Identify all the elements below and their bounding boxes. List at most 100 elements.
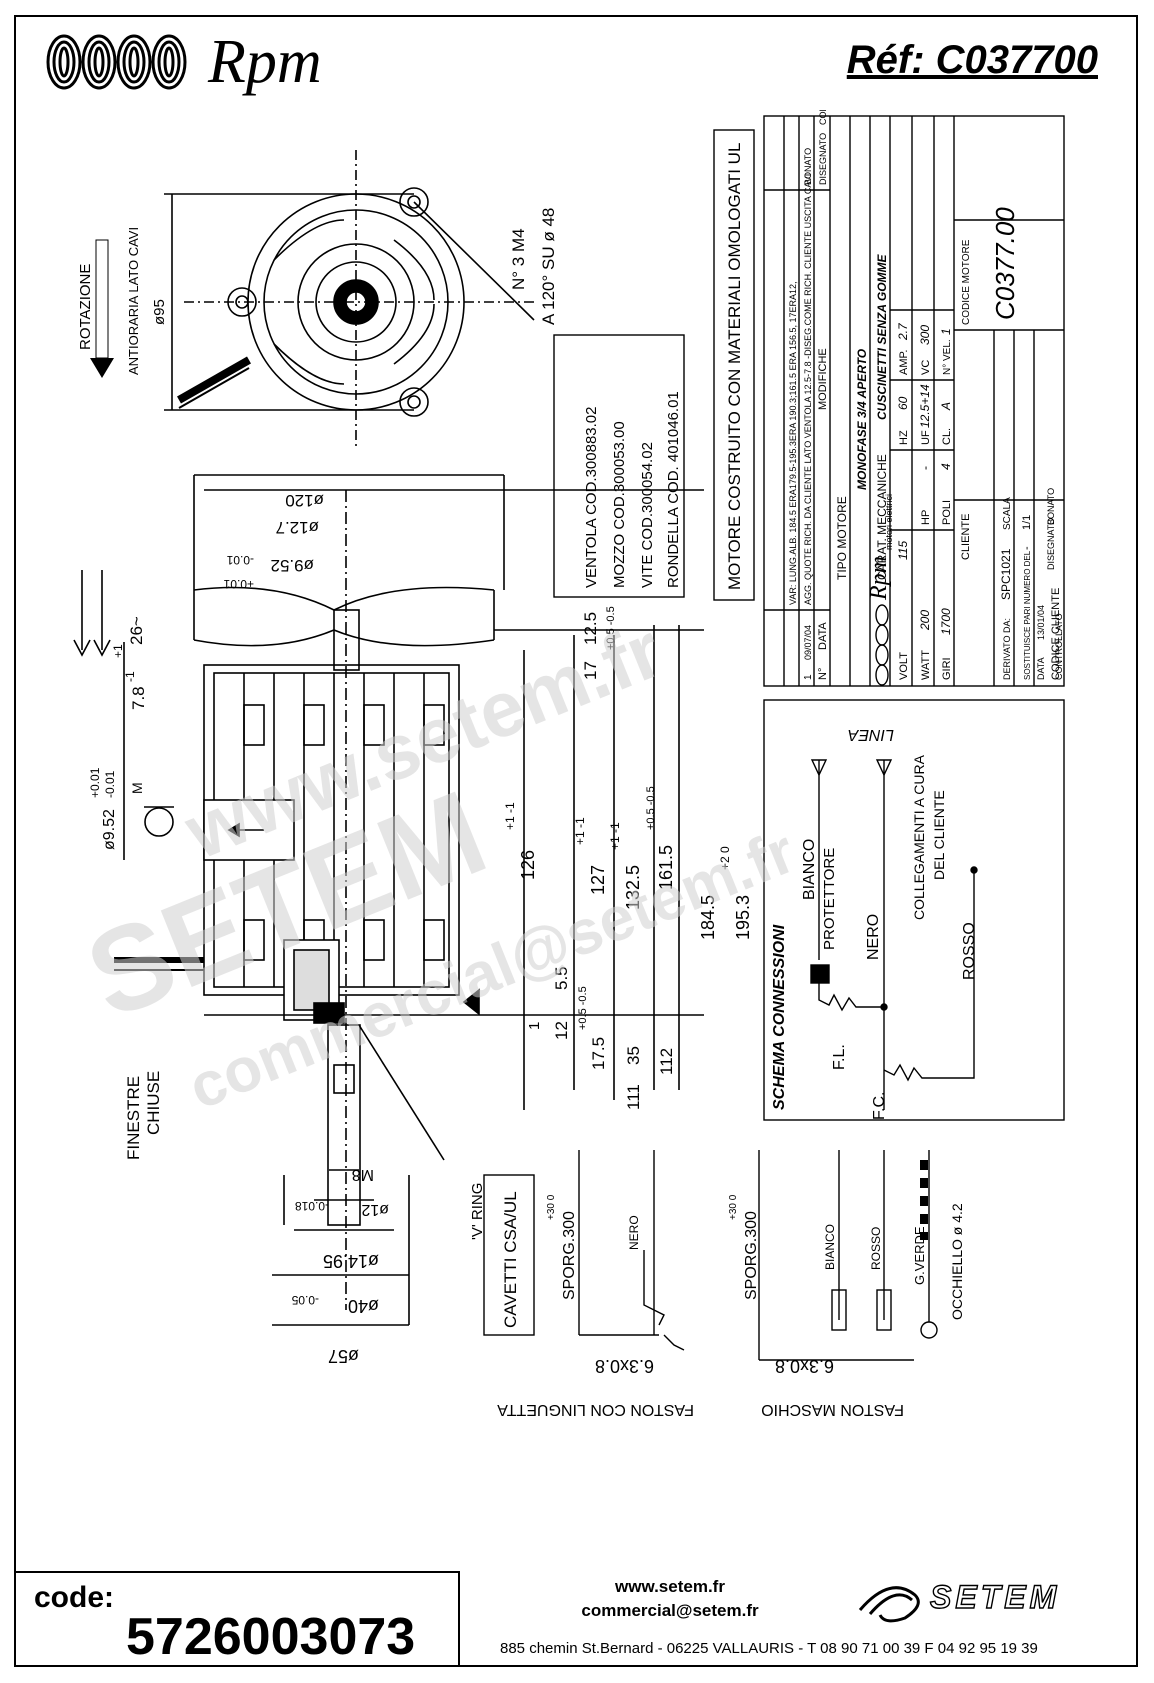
motor-side-view — [73, 474, 704, 1326]
cable-nero-label: NERO — [627, 1215, 641, 1250]
rpm-coil-logo-icon — [46, 34, 187, 90]
dim-flat: M — [129, 782, 145, 794]
rev-bonato: BONATO — [803, 148, 813, 185]
ul-note-box — [713, 129, 755, 601]
disegnato-header: DISEGNATO — [818, 133, 828, 185]
dim-d57: ø57 — [328, 1346, 359, 1366]
carat-value: CUSCINETTI SENZA GOMME — [875, 253, 889, 420]
dim-d12-rear: ø12 — [361, 1201, 389, 1218]
dim-1: 1 — [526, 1022, 543, 1030]
disegnato-value: BONATO — [1046, 488, 1056, 525]
nvel-label: N° VEL. — [942, 339, 953, 375]
wiring-del-cliente: DEL CLIENTE — [931, 790, 947, 880]
email-link[interactable]: commercial@setem.fr — [581, 1601, 759, 1620]
code-value: 5726003073 — [126, 1608, 416, 1666]
wiring-title: SCHEMA CONNESSIONI — [771, 924, 788, 1110]
dim-d14-95: ø14.95 — [323, 1251, 379, 1271]
giri-value: 1700 — [939, 608, 953, 635]
part-vite: VITE COD.300054.02 — [639, 442, 656, 588]
hp-value: - — [918, 466, 932, 470]
dim-7-8-tol-a: +1 — [111, 644, 125, 658]
csa-box — [483, 1174, 535, 1336]
dim-17: 17 — [581, 661, 600, 680]
dim-d9-52-tol-b: -0.01 — [226, 553, 254, 567]
dim-d40: ø40 — [348, 1296, 379, 1316]
contact-block: www.setem.fr commercial@setem.fr — [540, 1575, 800, 1623]
setem-logo-text: SETEM — [930, 1579, 1060, 1615]
reference-number: Réf: C037700 — [846, 38, 1098, 82]
poli-label: POLI — [941, 500, 953, 525]
dim-111: 111 — [624, 1084, 643, 1110]
carat-label: CARAT. MECCANICHE — [875, 454, 889, 580]
hz-label: HZ — [898, 430, 910, 445]
csa-label: CAVETTI CSA/UL — [501, 1191, 520, 1328]
brand-name: Rpm — [208, 28, 322, 96]
title-block — [763, 115, 1065, 687]
vc-label: VC — [920, 360, 932, 375]
poli-value: 4 — [939, 463, 953, 470]
volt-label: VOLT — [898, 652, 910, 680]
codice-cliente-label: CODICE CLIENTE — [1050, 588, 1062, 680]
setem-logo: SETEM — [858, 1578, 1060, 1623]
holes-label: N° 3 M4 — [509, 228, 528, 290]
disegnato-label: DISEGNATO — [1046, 518, 1056, 570]
amp-value: 2.7 — [896, 322, 910, 341]
title-block-logo-sub: motori elettrici — [884, 494, 894, 550]
watt-label: WATT — [920, 650, 932, 680]
diameter-95-label: ø95 — [151, 299, 168, 325]
dim-112: 112 — [657, 1048, 676, 1075]
data-value: 13/01/04 — [1036, 605, 1046, 640]
drawing-frame — [14, 15, 1138, 1667]
faston-m-dim: 6.3x0.8 — [775, 1356, 834, 1376]
dim-195-3: 195.3 — [733, 895, 753, 940]
wiring-fl: F.L. — [831, 1044, 848, 1070]
dim-17-5: 17.5 — [589, 1037, 608, 1070]
watt-value: 200 — [918, 610, 932, 631]
dim-26: 26~ — [127, 616, 146, 645]
sporg1-label: SPORG.300 — [561, 1211, 578, 1300]
dim-35: 35 — [624, 1046, 643, 1065]
cable-g-verde-label: G.VERDE — [912, 1226, 927, 1285]
website-link[interactable]: www.setem.fr — [615, 1577, 725, 1596]
dim-d9-52-tol-a: +0.01 — [223, 577, 254, 591]
uf-label: UF — [920, 430, 932, 445]
sostituisce-value: - — [1021, 546, 1033, 550]
rotation-sub-label: ANTIORARIA LATO CAVI — [126, 227, 141, 375]
modifiche-label: MODIFICHE — [817, 348, 829, 410]
dim-195-3-tol: +2 0 — [718, 846, 732, 870]
wiring-bianco: BIANCO — [801, 839, 818, 900]
vc-value: 300 — [918, 325, 932, 345]
rpm-small-logo-icon — [875, 604, 889, 686]
rotation-label: ROTAZIONE — [77, 264, 94, 350]
dim-132-5: 132.5 — [623, 865, 643, 910]
volt-value: 115 — [896, 541, 910, 560]
rev-var-line: VAR: LUNG.ALB. 184.5 ERA179.5-195.3ERA 1… — [788, 281, 798, 605]
cable-right — [758, 1150, 938, 1361]
dim-127-tol: +1 -1 — [573, 817, 587, 845]
hp-label: HP — [920, 510, 932, 525]
dim-fan-dia: ø120 — [285, 491, 324, 510]
technical-drawing: ø95 ROTAZIONE ANTIORARIA LATO CAVI N° 3 … — [73, 110, 1065, 1418]
parts-box — [553, 334, 685, 598]
holes-sub-label: A 120° SU ø 48 — [539, 208, 558, 325]
sostituisce-label: SOSTITUISCE PARI NUMERO DEL — [1023, 550, 1032, 680]
dim-184-5: 184.5 — [698, 895, 718, 940]
controllato-label: CONTROLLATO — [1054, 613, 1064, 680]
cable-occhiello-label: OCCHIELLO ø 4.2 — [949, 1203, 965, 1320]
tipo-motore-label: TIPO MOTORE — [835, 496, 849, 580]
rev-agg-line: AGG. QUOTE RICH. DA CLIENTE LATO VENTOLA… — [803, 174, 813, 605]
data-label: DATA — [1036, 657, 1046, 680]
dim-12: 12 — [552, 1021, 571, 1040]
scala-label: SCALA — [1002, 497, 1013, 530]
code-label: code: — [34, 1581, 115, 1614]
wiring-fc: F.C. — [871, 1092, 888, 1120]
dim-7-8-tol-b: -1 — [123, 671, 137, 682]
wiring-linea: LINEA — [848, 726, 894, 743]
dim-132-5-tol: +1 -1 — [608, 822, 622, 850]
sporg2-tol: +30 0 — [728, 1194, 739, 1220]
giri-label: GIRI — [941, 657, 953, 680]
v-ring-label: 'V' RING — [469, 1183, 486, 1240]
dim-d40-tol: -0.05 — [291, 1293, 319, 1307]
title-block-logo: Rpm motori elettrici — [866, 494, 894, 686]
dim-127: 127 — [588, 865, 608, 895]
